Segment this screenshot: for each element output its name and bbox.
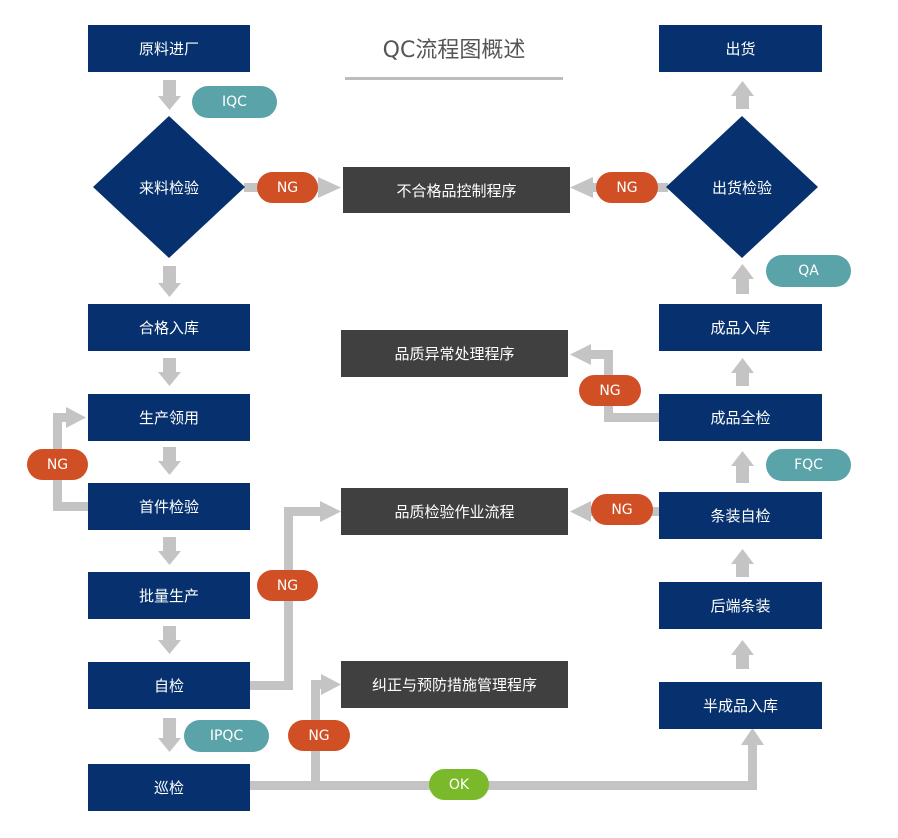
decision-incoming-inspection: [93, 116, 245, 258]
tag-ng-first-article: NG: [27, 449, 88, 480]
box-nonconforming-control: 不合格品控制程序: [343, 167, 570, 213]
page-title: QC流程图概述: [382, 38, 526, 63]
box-backend-assembly: 后端条装: [659, 582, 822, 629]
arrow-semi-to-backend: [731, 640, 754, 669]
label-incoming-inspection: 来料检验: [138, 178, 199, 197]
arrow-full-to-storage: [731, 358, 754, 386]
arrow-first-to-mass: [158, 537, 181, 565]
box-self-inspection: 自检: [88, 662, 250, 709]
box-corrective-preventive: 纠正与预防措施管理程序: [341, 661, 568, 708]
title-underline: [345, 77, 563, 80]
tag-ng-assembly: NG: [591, 494, 653, 525]
box-mass-production: 批量生产: [88, 572, 250, 619]
arrow-shipping-insp-to-shipping: [731, 81, 754, 109]
box-finished-full-inspection: 成品全检: [659, 394, 822, 441]
box-inspection-workflow: 品质检验作业流程: [341, 488, 568, 535]
tag-iqc: IQC: [192, 86, 277, 118]
box-quality-exception: 品质异常处理程序: [341, 330, 568, 377]
arrow-storage-to-requisition: [158, 358, 181, 386]
tag-ng-self-inspection: NG: [257, 570, 318, 601]
decision-shipping-inspection: [666, 116, 818, 258]
arrow-backend-to-assembly: [731, 549, 754, 577]
tag-ng-shipping: NG: [596, 172, 658, 203]
arrow-requisition-to-first: [158, 447, 181, 475]
box-assembly-self-inspection: 条装自检: [659, 492, 822, 539]
box-semi-finished-storage: 半成品入库: [659, 682, 822, 729]
box-shipping: 出货: [659, 25, 822, 72]
tag-ok: OK: [429, 769, 489, 800]
connector-patrol-ok: [250, 728, 764, 790]
arrow-mass-to-self: [158, 626, 181, 654]
box-finished-storage: 成品入库: [659, 304, 822, 351]
arrow-assembly-to-full: [731, 451, 754, 483]
arrow-raw-to-incoming: [158, 80, 181, 110]
box-first-article-inspection: 首件检验: [88, 483, 250, 530]
tag-ng-full-inspection: NG: [579, 375, 641, 406]
tag-fqc: FQC: [766, 449, 851, 481]
box-raw-material-in: 原料进厂: [88, 25, 250, 72]
tag-ng-patrol: NG: [288, 720, 350, 751]
tag-ipqc: IPQC: [184, 720, 269, 752]
arrow-incoming-to-storage: [158, 266, 181, 297]
arrow-storage-to-shipping-insp: [731, 264, 754, 294]
label-shipping-inspection: 出货检验: [711, 178, 772, 197]
box-patrol-inspection: 巡检: [88, 764, 250, 811]
arrow-self-to-patrol: [158, 718, 181, 752]
tag-qa: QA: [766, 255, 851, 287]
box-qualified-storage: 合格入库: [88, 304, 250, 351]
box-production-requisition: 生产领用: [88, 394, 250, 441]
tag-ng-incoming: NG: [257, 172, 318, 203]
